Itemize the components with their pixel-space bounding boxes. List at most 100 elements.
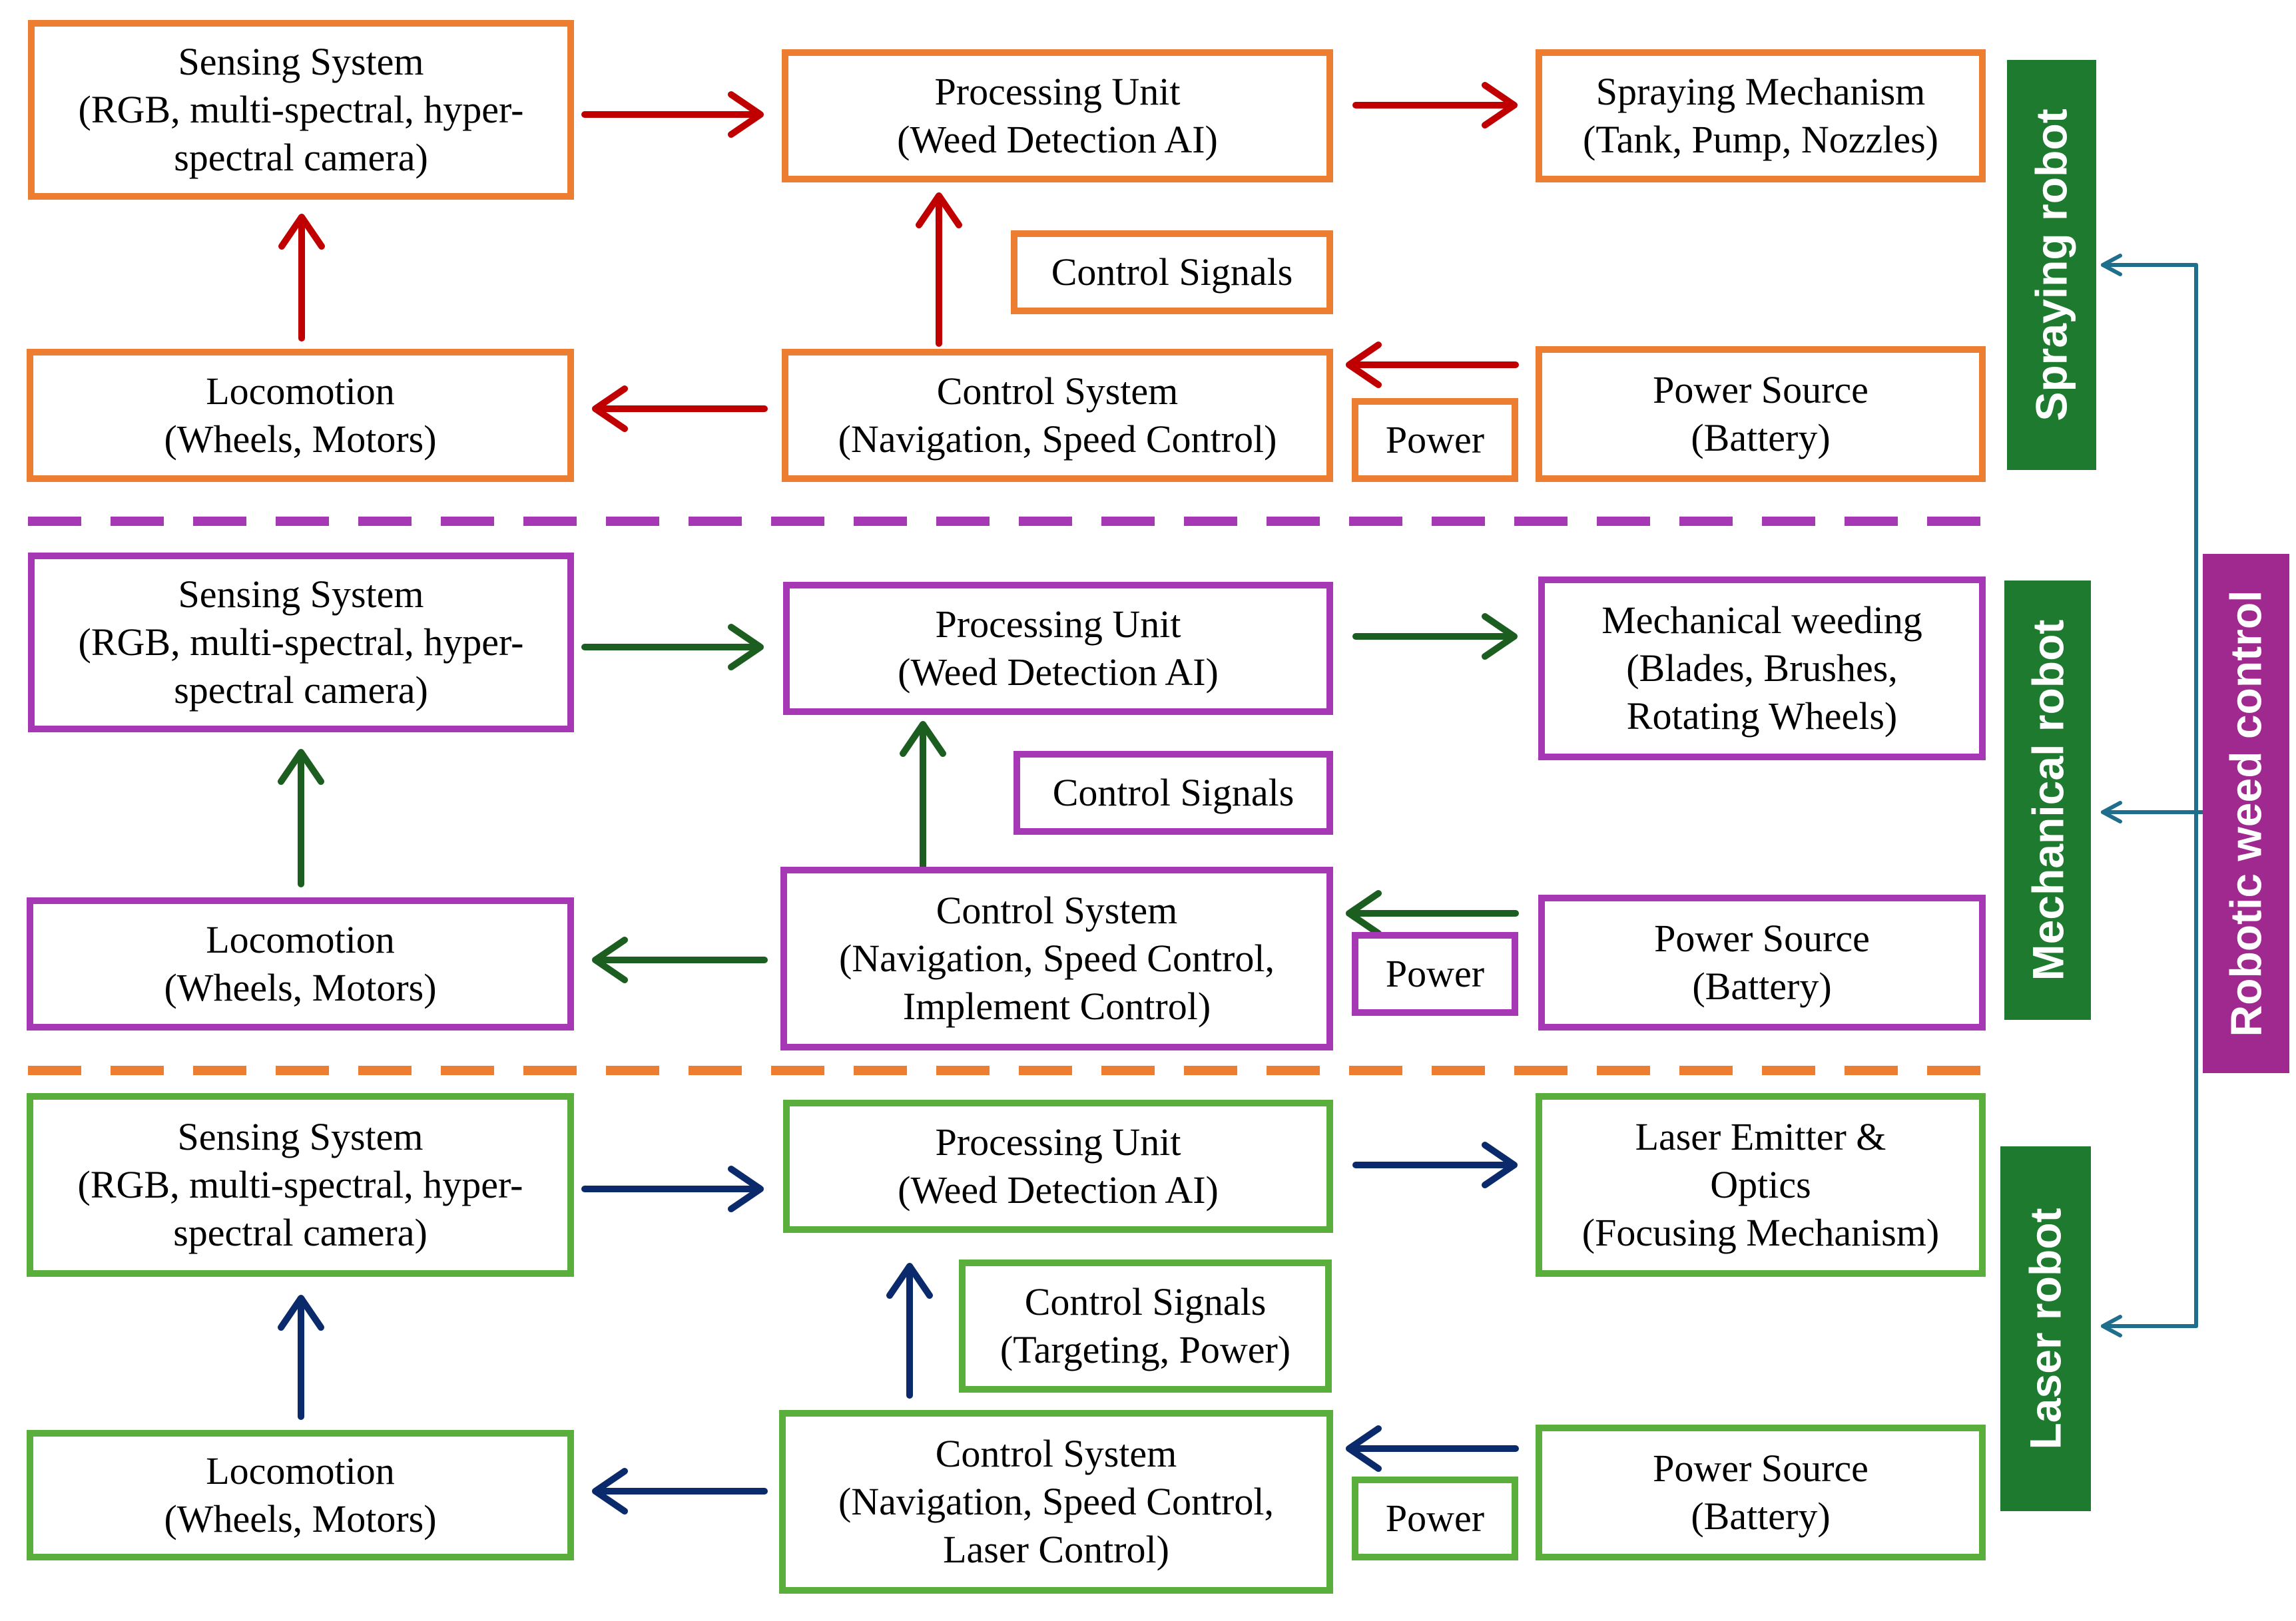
sensing-detail: (RGB, multi-spectral, hyper- [77, 1163, 523, 1206]
robotic-weed-control-label-bar: Robotic weed control [2203, 554, 2289, 1073]
processing-detail: (Weed Detection AI) [897, 118, 1218, 161]
actuator-detail-cont: (Focusing Mechanism) [1581, 1211, 1940, 1254]
arrow-power-to-control-spray [1346, 342, 1519, 388]
sensing-detail-cont: spectral camera) [174, 136, 428, 179]
control-system-detail: (Navigation, Speed Control, [838, 937, 1275, 980]
processing-unit-box: Processing Unit (Weed Detection AI) [782, 49, 1333, 182]
laser-robot-label-bar: Laser robot [2000, 1146, 2091, 1511]
power-label: Power [1385, 418, 1485, 461]
sensing-system-box: Sensing System (RGB, multi-spectral, hyp… [28, 20, 574, 200]
control-signals-label: Control Signals [1051, 250, 1293, 294]
control-system-title: Control System [936, 889, 1178, 932]
locomotion-title: Locomotion [206, 1449, 395, 1493]
arrow-locomotion-to-sensing-laser [278, 1295, 324, 1420]
control-system-detail-cont: Laser Control) [943, 1528, 1169, 1571]
control-signals-box: Control Signals [1013, 751, 1333, 835]
arrow-control-to-locomotion-mech [592, 937, 768, 983]
sensing-title: Sensing System [177, 1115, 424, 1158]
arrow-power-to-control-laser [1346, 1425, 1519, 1472]
actuator-detail: (Blades, Brushes, [1626, 646, 1898, 690]
arrow-locomotion-to-sensing-mech [278, 749, 324, 887]
power-source-detail: (Battery) [1692, 965, 1832, 1008]
control-signals-label: Control Signals [1024, 1280, 1267, 1323]
power-source-detail: (Battery) [1691, 1495, 1831, 1538]
control-signals-detail: (Targeting, Power) [1000, 1328, 1291, 1371]
power-label-box: Power [1352, 398, 1518, 482]
sensing-detail-cont: spectral camera) [174, 668, 428, 712]
arrow-control-to-processing-mech [900, 721, 946, 874]
power-label: Power [1385, 1497, 1485, 1540]
laser-emitter-box: Laser Emitter & Optics (Focusing Mechani… [1536, 1093, 1986, 1277]
control-system-box: Control System (Navigation, Speed Contro… [780, 867, 1333, 1050]
sensing-system-box: Sensing System (RGB, multi-spectral, hyp… [27, 1093, 574, 1277]
processing-unit-box: Processing Unit (Weed Detection AI) [783, 582, 1333, 715]
arrow-control-to-processing-laser [886, 1263, 933, 1399]
power-source-title: Power Source [1653, 1447, 1868, 1490]
processing-detail: (Weed Detection AI) [898, 1168, 1219, 1212]
processing-unit-box: Processing Unit (Weed Detection AI) [783, 1100, 1333, 1233]
spraying-robot-label: Spraying robot [2027, 109, 2077, 421]
arrow-processing-to-laser-emitter [1352, 1142, 1518, 1188]
weed-control-bracket [2101, 254, 2207, 1337]
arrow-sensing-to-processing-spray [581, 91, 764, 138]
arrow-sensing-to-processing-laser [581, 1166, 764, 1212]
actuator-title: Mechanical weeding [1601, 598, 1922, 642]
power-source-detail: (Battery) [1691, 416, 1831, 459]
mechanical-robot-label: Mechanical robot [2023, 619, 2073, 981]
control-signals-label: Control Signals [1052, 771, 1294, 814]
sensing-system-box: Sensing System (RGB, multi-spectral, hyp… [28, 553, 574, 732]
laser-robot-label: Laser robot [2021, 1208, 2071, 1450]
power-source-box: Power Source (Battery) [1536, 346, 1986, 482]
robotic-weed-control-label: Robotic weed control [2221, 590, 2271, 1037]
power-source-box: Power Source (Battery) [1538, 895, 1986, 1031]
actuator-title: Laser Emitter & [1635, 1115, 1886, 1158]
power-source-title: Power Source [1654, 917, 1870, 960]
locomotion-box: Locomotion (Wheels, Motors) [27, 1430, 574, 1560]
arrow-processing-to-mechanical-weeding [1352, 613, 1518, 660]
arrow-processing-to-spraying-mechanism [1352, 82, 1518, 128]
locomotion-detail: (Wheels, Motors) [164, 417, 437, 461]
arrow-power-to-control-mech [1346, 890, 1519, 937]
locomotion-title: Locomotion [206, 918, 395, 961]
arrow-control-to-processing-spray [916, 192, 962, 347]
sensing-title: Sensing System [178, 40, 424, 83]
sensing-title: Sensing System [178, 573, 424, 616]
control-system-detail: (Navigation, Speed Control) [838, 417, 1277, 461]
arrow-control-to-locomotion-spray [592, 385, 768, 432]
processing-title: Processing Unit [935, 1120, 1181, 1164]
processing-title: Processing Unit [935, 602, 1181, 646]
control-system-title: Control System [935, 1432, 1177, 1475]
power-label-box: Power [1352, 932, 1518, 1016]
power-label-box: Power [1352, 1477, 1518, 1560]
power-source-title: Power Source [1653, 368, 1868, 411]
arrow-control-to-locomotion-laser [592, 1468, 768, 1514]
control-signals-box: Control Signals [1011, 230, 1333, 314]
control-system-box: Control System (Navigation, Speed Contro… [779, 1410, 1333, 1594]
arrow-locomotion-to-sensing-spray [278, 214, 325, 342]
mechanical-robot-label-bar: Mechanical robot [2004, 580, 2091, 1020]
mechanical-weeding-box: Mechanical weeding (Blades, Brushes, Rot… [1538, 577, 1986, 760]
locomotion-detail: (Wheels, Motors) [164, 966, 437, 1009]
sensing-detail: (RGB, multi-spectral, hyper- [78, 88, 524, 131]
processing-title: Processing Unit [934, 70, 1181, 113]
control-system-title: Control System [936, 369, 1179, 413]
actuator-detail-cont: Rotating Wheels) [1626, 694, 1898, 738]
actuator-detail: (Tank, Pump, Nozzles) [1583, 118, 1938, 161]
locomotion-detail: (Wheels, Motors) [164, 1497, 437, 1540]
processing-detail: (Weed Detection AI) [898, 650, 1219, 694]
spraying-robot-label-bar: Spraying robot [2007, 60, 2096, 470]
locomotion-box: Locomotion (Wheels, Motors) [27, 897, 574, 1031]
control-system-detail: (Navigation, Speed Control, [838, 1480, 1274, 1523]
arrow-sensing-to-processing-mech [581, 624, 764, 670]
spraying-mechanism-box: Spraying Mechanism (Tank, Pump, Nozzles) [1536, 49, 1986, 182]
control-system-box: Control System (Navigation, Speed Contro… [782, 349, 1333, 482]
sensing-detail-cont: spectral camera) [173, 1211, 428, 1254]
power-label: Power [1385, 952, 1485, 995]
actuator-detail: Optics [1710, 1163, 1811, 1206]
actuator-title: Spraying Mechanism [1595, 70, 1926, 113]
power-source-box: Power Source (Battery) [1536, 1425, 1986, 1560]
locomotion-title: Locomotion [206, 369, 395, 413]
control-signals-box: Control Signals (Targeting, Power) [959, 1260, 1332, 1393]
locomotion-box: Locomotion (Wheels, Motors) [27, 349, 574, 482]
